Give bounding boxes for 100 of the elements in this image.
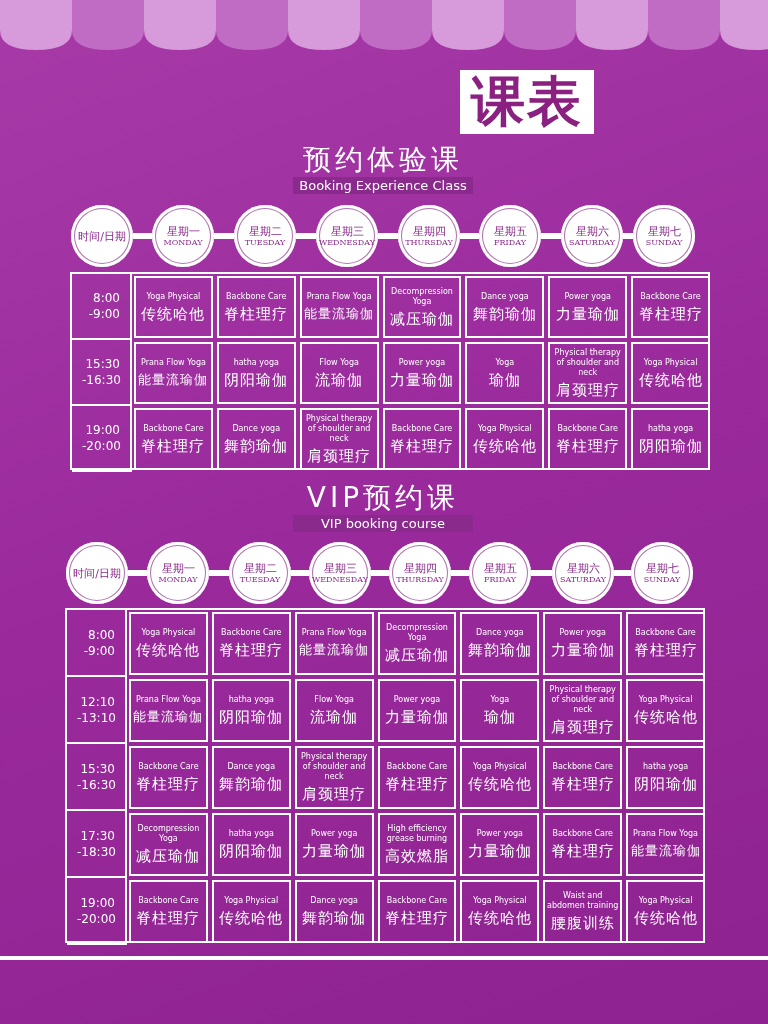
class-english-name: Backbone Care <box>635 628 696 638</box>
class-name: 传统哈他 <box>219 909 284 927</box>
class-english-name: Power yoga <box>564 291 611 302</box>
day-label: 星期七 <box>647 224 681 238</box>
class-english-name: Yoga Physical <box>643 357 698 368</box>
class-name: 脊柱理疗 <box>390 436 454 455</box>
class-name: 传统哈他 <box>467 909 532 927</box>
class-english-name: Power yoga <box>398 357 446 368</box>
connector-bar <box>209 570 229 576</box>
section-subheading: VIP booking course <box>293 515 473 532</box>
day-english-label: FRIDAY <box>484 574 516 585</box>
class-name: 减压瑜伽 <box>136 847 201 865</box>
class-name: 传统哈他 <box>141 304 206 323</box>
class-english-name: Decompression Yoga <box>385 623 449 643</box>
day-english-label: SUNDAY <box>645 237 683 248</box>
class-english-name: Dance yoga <box>476 628 524 638</box>
class-name: 舞韵瑜伽 <box>302 909 367 927</box>
class-english-name: Yoga Physical <box>141 628 196 638</box>
class-english-name: Yoga Physical <box>638 896 693 906</box>
class-english-name: Yoga Physical <box>472 762 527 772</box>
connector-bar <box>378 233 398 239</box>
class-english-name: Backbone Care <box>391 423 453 434</box>
class-english-name: Yoga Physical <box>477 423 532 434</box>
class-name: 阴阳瑜伽 <box>224 370 289 389</box>
day-label: 星期五 <box>483 561 517 575</box>
class-name: 瑜伽 <box>483 708 516 726</box>
connector-bar <box>133 233 152 239</box>
class-english-name: Waist and abdomen training <box>546 891 620 911</box>
day-label: 星期一 <box>166 224 200 238</box>
section-subheading: Booking Experience Class <box>293 177 473 194</box>
day-english-label: FRIDAY <box>494 237 526 248</box>
day-english-label: THURSDAY <box>396 574 444 585</box>
class-english-name: Prana Flow Yoga <box>633 829 698 839</box>
time-range: 17:30 -18:30 <box>77 827 115 860</box>
class-name: 腰腹训练 <box>550 914 615 932</box>
class-english-name: Dance yoga <box>232 423 281 434</box>
class-english-name: Backbone Care <box>386 896 448 906</box>
class-english-name: Flow Yoga <box>319 357 359 368</box>
title-banner: 课表 <box>460 70 594 134</box>
time-range: 19:00 -20:00 <box>82 422 120 454</box>
class-name: 阴阳瑜伽 <box>219 708 284 726</box>
class-english-name: Yoga Physical <box>638 695 693 705</box>
time-range: 15:30 -16:30 <box>77 760 115 793</box>
time-range: 8:00 -9:00 <box>87 290 120 322</box>
section-heading: VIP预约课 <box>305 481 461 515</box>
class-name: 减压瑜伽 <box>385 646 449 664</box>
class-name: 脊柱理疗 <box>555 436 620 455</box>
class-name: 舞韵瑜伽 <box>472 304 537 323</box>
class-english-name: Backbone Care <box>557 423 618 434</box>
class-english-name: Backbone Care <box>552 829 613 839</box>
class-name: 瑜伽 <box>488 370 521 389</box>
connector-bar <box>371 570 389 576</box>
connector-bar <box>623 233 633 239</box>
class-english-name: hatha yoga <box>228 829 274 839</box>
class-english-name: hatha yoga <box>233 357 279 368</box>
class-name: 脊柱理疗 <box>136 909 201 927</box>
class-english-name: Backbone Care <box>226 291 287 302</box>
class-name: 减压瑜伽 <box>390 309 454 328</box>
day-label: 星期四 <box>403 561 437 575</box>
class-english-name: Dance yoga <box>310 896 358 906</box>
class-english-name: hatha yoga <box>642 762 689 772</box>
day-label: 星期四 <box>412 224 446 238</box>
day-english-label: SATURDAY <box>559 574 607 585</box>
day-english-label: WEDNESDAY <box>319 237 375 248</box>
class-english-name: Yoga Physical <box>224 896 279 906</box>
class-name: 传统哈他 <box>638 370 703 389</box>
day-english-label: MONDAY <box>163 237 203 248</box>
class-name: 传统哈他 <box>633 909 698 927</box>
class-name: 脊柱理疗 <box>638 304 703 323</box>
time-range: 15:30 -16:30 <box>82 356 120 388</box>
connector-bar <box>460 233 479 239</box>
class-name: 阴阳瑜伽 <box>638 436 703 455</box>
class-name: 能量流瑜伽 <box>630 842 701 860</box>
class-english-name: Backbone Care <box>138 762 199 772</box>
class-english-name: Power yoga <box>393 695 441 705</box>
connector-bar <box>451 570 469 576</box>
time-range: 8:00 -9:00 <box>82 626 115 659</box>
class-english-name: Decompression Yoga <box>136 824 201 844</box>
class-name: 能量流瑜伽 <box>138 370 209 389</box>
class-name: 肩颈理疗 <box>550 718 615 736</box>
day-label: 星期三 <box>323 561 357 575</box>
class-name: 力量瑜伽 <box>302 842 367 860</box>
class-name: 力量瑜伽 <box>555 304 620 323</box>
class-english-name: Backbone Care <box>386 762 448 772</box>
class-name: 肩颈理疗 <box>302 785 367 803</box>
day-english-label: MONDAY <box>158 574 198 585</box>
class-name: 力量瑜伽 <box>467 842 532 860</box>
class-english-name: Flow Yoga <box>314 695 354 705</box>
class-english-name: Prana Flow Yoga <box>301 628 367 638</box>
class-name: 传统哈他 <box>467 775 532 793</box>
class-name: 流瑜伽 <box>315 370 364 389</box>
class-english-name: Backbone Care <box>221 628 282 638</box>
class-name: 传统哈他 <box>633 708 698 726</box>
connector-bar <box>531 570 552 576</box>
day-label: 星期二 <box>248 224 282 238</box>
class-english-name: Backbone Care <box>640 291 701 302</box>
class-name: 阴阳瑜伽 <box>219 842 284 860</box>
day-label: 星期一 <box>161 561 195 575</box>
class-name: 舞韵瑜伽 <box>467 641 532 659</box>
day-english-label: SUNDAY <box>643 574 681 585</box>
